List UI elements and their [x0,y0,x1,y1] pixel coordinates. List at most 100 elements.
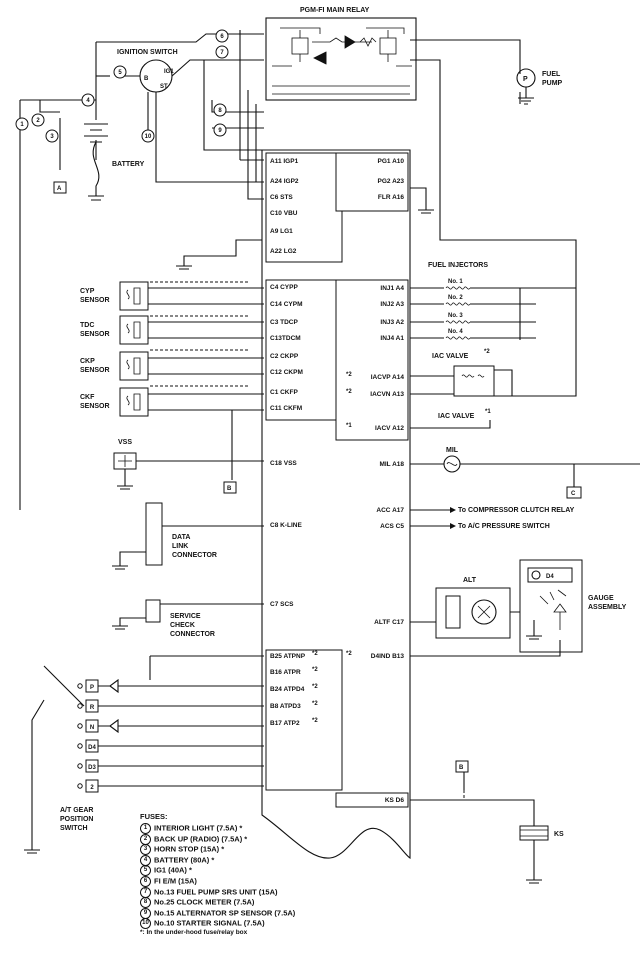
ecm-right-pin: INJ4 A1 [380,335,404,342]
ref-b2: B [459,765,464,771]
ref-box-b2 [455,760,469,773]
relay-box [265,17,417,101]
ecm-right-pin: INJ3 A2 [380,319,404,326]
gauge-ground [526,620,542,640]
alt-wire [410,611,520,623]
ignition-switch-title: IGNITION SWITCH [117,49,178,56]
fuse-text: BATTERY (80A) * [154,855,215,865]
iac-valve-2-wires [410,369,513,396]
data-link-l1: DATA [172,534,190,541]
alt-regulator [445,595,461,629]
ecm-right-pin: INJ1 A4 [380,285,404,292]
fuse-number: 8 [140,897,151,909]
fuse-text: HORN STOP (15A) * [154,844,225,854]
fuel-pump-symbol: P [523,76,528,83]
ks-ground [526,840,542,884]
ecm-left-pin: C4 CYPP [270,284,298,291]
ecm-right-pin: IACV A12 [375,425,404,432]
ecm-left-pin: B24 ATPD4 [270,686,305,693]
iac-valve-2-note: *2 [484,349,490,355]
battery-icon [84,123,108,201]
injector-bus [439,200,577,397]
fuse-text: No.15 ALTERNATOR SP SENSOR (7.5A) [154,908,296,918]
ignition-st: ST [160,84,168,90]
ecm-lg-ground [176,239,262,270]
ecm-left-pin: B17 ATP2 [270,720,300,727]
gear-position-label: D4 [88,745,96,751]
injector-coil [445,286,471,290]
data-link-l2: LINK [172,543,188,550]
fuse-circle-number: 9 [218,128,222,134]
ecm-left-pin: C7 SCS [270,601,294,608]
relay-internals [272,27,412,95]
fuse-circle-number: 8 [218,108,222,114]
ecm-left-pin: C6 STS [270,194,293,201]
gear-wires [24,655,264,854]
ac-label: To A/C PRESSURE SWITCH [458,523,550,530]
sensor-coil [126,393,141,411]
gear-contact [77,763,83,769]
fuse-circle [141,129,155,143]
top-power-wires [19,30,521,510]
ecm-left-pin: B25 ATPNP [270,653,306,660]
ecm-left-pin: C8 K-LINE [270,522,302,529]
ks-plates [520,829,548,837]
fuse-text: No.25 CLOCK METER (7.5A) [154,897,255,907]
sensor-shield [150,281,250,387]
fuse-circle-number: 2 [36,118,40,124]
fuse-circle [45,129,59,143]
fuel-pump-label-2: PUMP [542,80,563,87]
compressor-label: To COMPRESSOR CLUTCH RELAY [458,507,575,514]
fuse-number: 1 [140,823,151,834]
ecm-right-pin: IACVP A14 [371,374,405,381]
iac-valve-2-label: IAC VALVE [432,353,469,360]
injector-label: No. 2 [448,295,463,301]
fuse-circle [15,117,29,131]
ref-c: C [571,491,576,497]
fuse-legend-title: FUSES: [140,812,168,821]
gear-position-label: 2 [90,785,94,791]
gear-switch-l1: A/T GEAR [60,807,93,814]
gear-contact [77,783,83,789]
iac-valve-2-coil [461,374,485,378]
fuse-number: 4 [140,854,151,866]
sensor-label: SENSOR [80,403,110,410]
ecm-left-pin: A9 LG1 [270,228,293,235]
gear-switch-l3: SWITCH [60,825,88,832]
gear-position-label: P [90,685,94,691]
fuse-circle [81,93,95,107]
ecm-right-pin: ALTF C17 [374,619,404,626]
fuse-circle-number: 1 [20,122,24,128]
ecm-left-pin: A24 IGP2 [270,178,299,185]
fuse-circle [213,123,227,137]
ref-b1: B [227,486,232,492]
injector-group: No. 1No. 2No. 3No. 4 [410,279,536,340]
gear-contact [77,683,83,689]
sensor-label: SENSOR [80,297,110,304]
fuse-circle-number: 10 [145,134,152,140]
service-check-wires [112,603,264,630]
service-check-l1: SERVICE [170,613,201,620]
sensor-label: CKP [80,358,95,365]
mil-filament [446,462,458,466]
sensor-coil [126,321,141,339]
fuse-circle-number: 5 [118,70,122,76]
sensor-coil [126,287,141,305]
gear-switch-l2: POSITION [60,816,93,823]
ignition-b: B [144,76,149,82]
gauge-d4: D4 [546,574,554,580]
ecm-outline [261,149,411,859]
ecm-left-pin-note: *2 [312,684,318,690]
ref-box-b1 [223,481,237,494]
sensor-wires [148,287,264,480]
ecm-right-pin-notes: *2*2*1*2 [346,372,352,657]
data-link-l3: CONNECTOR [172,552,217,559]
fuse-legend-note: *: In the under-hood fuse/relay box [140,928,248,936]
